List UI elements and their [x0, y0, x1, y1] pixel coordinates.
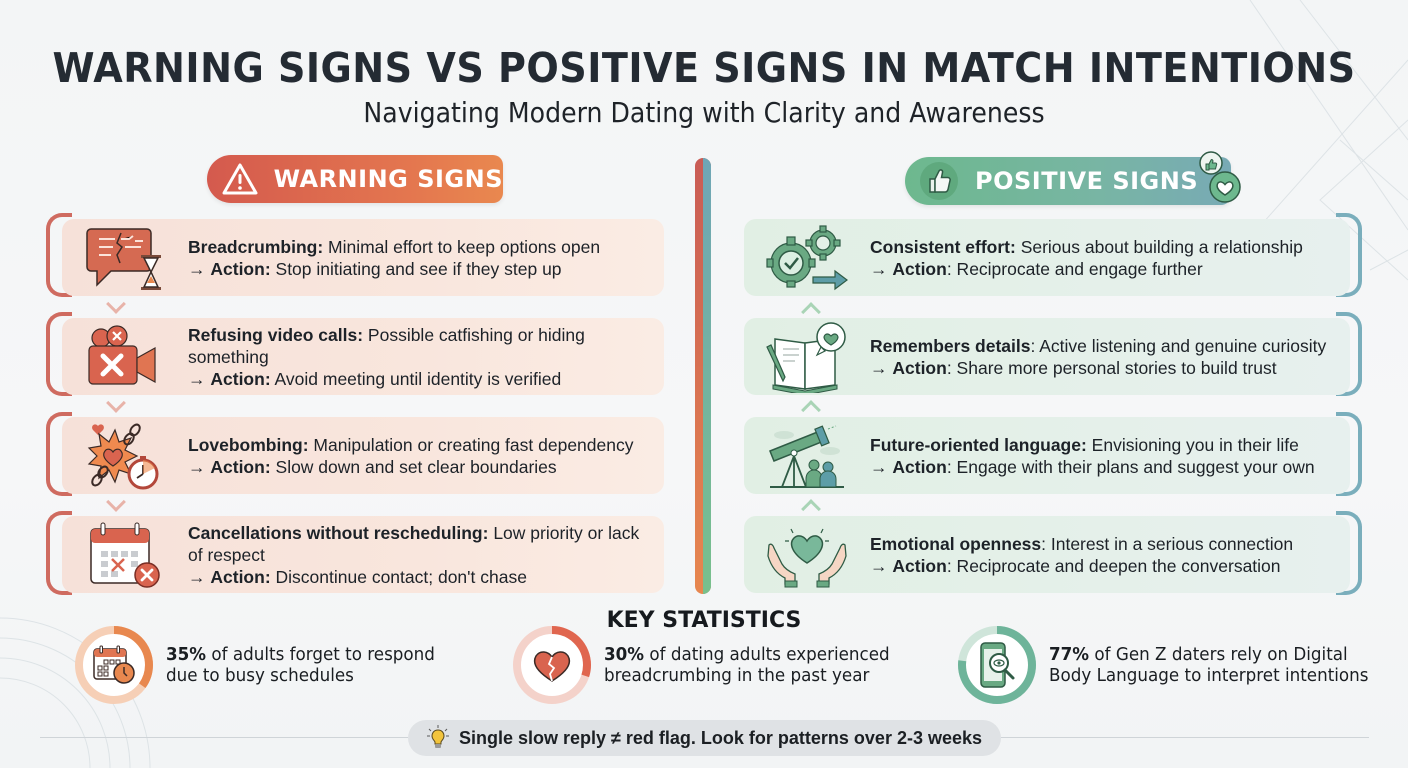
tip-banner: Single slow reply ≠ red flag. Look for p… [408, 720, 1001, 756]
broken-chat-hourglass-icon [62, 219, 188, 296]
center-divider [695, 158, 711, 594]
page-title: WARNING SIGNS VS POSITIVE SIGNS IN MATCH… [52, 44, 1356, 92]
hands-heart-icon [744, 516, 870, 593]
card-bracket [46, 412, 72, 496]
lightbulb-icon [426, 725, 449, 751]
key-statistics-title: KEY STATISTICS [606, 608, 802, 633]
card-bracket [46, 312, 72, 396]
card-bracket [46, 511, 72, 595]
progress-ring [957, 625, 1037, 705]
thumbs-up-icon [917, 161, 961, 201]
positive-card-emotional-openness: Emotional openness: Interest in a seriou… [744, 516, 1350, 593]
stat-busy-schedules: 35% of adults forget to respond due to b… [74, 625, 455, 705]
stat-value: 35% [166, 644, 207, 665]
warning-card-breadcrumbing: Breadcrumbing: Minimal effort to keep op… [62, 219, 664, 296]
page-subtitle: Navigating Modern Dating with Clarity an… [363, 96, 1045, 129]
tip-divider-right [1001, 737, 1369, 738]
progress-ring [512, 625, 592, 705]
tip-divider-left [40, 737, 408, 738]
positive-signs-label: POSITIVE SIGNS [975, 167, 1199, 195]
warning-card-video-calls: Refusing video calls: Possible catfishin… [62, 318, 664, 395]
video-camera-x-icon [62, 318, 188, 395]
card-bracket [1336, 213, 1362, 297]
card-bracket [1336, 511, 1362, 595]
chevron-down-icon [106, 393, 126, 413]
warning-card-cancellations: Cancellations without rescheduling: Low … [62, 516, 664, 593]
stat-breadcrumbing: 30% of dating adults experienced breadcr… [512, 625, 911, 705]
stat-value: 77% [1049, 644, 1090, 665]
progress-ring [74, 625, 154, 705]
calendar-cancel-icon [62, 516, 188, 593]
card-bracket [1336, 312, 1362, 396]
like-heart-badge-icon [1195, 149, 1243, 211]
warning-triangle-icon [221, 159, 260, 199]
card-bracket [46, 213, 72, 297]
positive-card-consistent-effort: Consistent effort: Serious about buildin… [744, 219, 1350, 296]
notebook-heart-icon [744, 318, 870, 395]
warning-card-lovebombing: Lovebombing: Manipulation or creating fa… [62, 417, 664, 494]
positive-card-future-oriented: Future-oriented language: Envisioning yo… [744, 417, 1350, 494]
heart-burst-chain-stopwatch-icon [62, 417, 188, 494]
warning-signs-label: WARNING SIGNS [273, 165, 503, 193]
positive-signs-header: POSITIVE SIGNS [905, 151, 1241, 205]
telescope-couple-icon [744, 417, 870, 494]
warning-signs-header: WARNING SIGNS [207, 155, 503, 203]
stat-digital-body-language: 77% of Gen Z daters rely on Digital Body… [957, 625, 1393, 705]
card-bracket [1336, 412, 1362, 496]
chevron-down-icon [106, 294, 126, 314]
positive-card-remembers-details: Remembers details: Active listening and … [744, 318, 1350, 395]
gears-check-arrow-icon [744, 219, 870, 296]
chevron-down-icon [106, 492, 126, 512]
tip-text: Single slow reply ≠ red flag. Look for p… [458, 727, 983, 748]
stat-value: 30% [604, 644, 645, 665]
